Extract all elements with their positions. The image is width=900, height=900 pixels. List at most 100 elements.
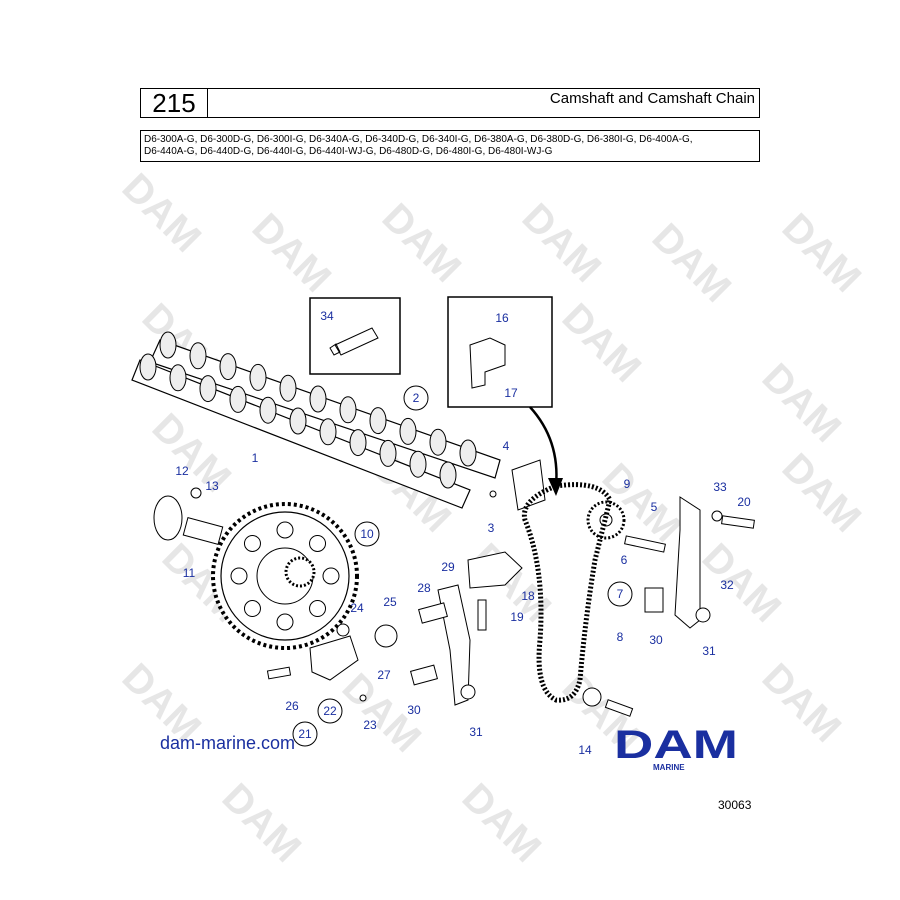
callout-circle — [292, 721, 318, 747]
gear-hole — [322, 567, 340, 585]
guide-block — [467, 551, 523, 589]
watermark-text: DAM — [754, 355, 850, 451]
cam-lobe — [199, 375, 217, 403]
watermark-text: DAM — [774, 445, 870, 541]
cam-lobe — [409, 450, 427, 478]
gear-hole — [276, 521, 294, 539]
watermark-text: DAM — [644, 215, 740, 311]
callout-label: 24 — [350, 601, 364, 615]
cam-lobe — [289, 407, 307, 435]
callout-label: 26 — [285, 699, 299, 713]
gear-hole — [276, 613, 294, 631]
bracket-icon — [469, 337, 506, 389]
cam-lobe — [139, 353, 157, 381]
gear-hole — [243, 534, 261, 552]
page-title: Camshaft and Camshaft Chain — [549, 90, 755, 107]
gear-holes — [230, 521, 340, 631]
cam-lobe — [259, 396, 277, 424]
watermark-text: DAM — [374, 195, 470, 291]
callout-label: 33 — [713, 480, 727, 494]
callout-label: 30 — [649, 633, 663, 647]
callout-label: 31 — [469, 725, 483, 739]
callout-circle — [403, 385, 429, 411]
page-header: 215 Camshaft and Camshaft Chain — [140, 88, 760, 118]
model-list-line-1: D6-300A-G, D6-300D-G, D6-300I-G, D6-340A… — [144, 134, 693, 145]
callout-label: 2 — [413, 391, 420, 405]
cam-lobe — [249, 363, 267, 391]
website-link[interactable]: dam-marine.com — [160, 733, 296, 753]
callout-label: 4 — [503, 439, 510, 453]
callout-label: 22 — [323, 704, 337, 718]
callout-circle — [354, 521, 380, 547]
bearing-cap — [153, 495, 183, 541]
callout-label: 1 — [252, 451, 259, 465]
callout-label: 23 — [363, 718, 377, 732]
callout-label: 16 — [495, 311, 509, 325]
model-list-line-2: D6-440A-G, D6-440D-G, D6-440I-G, D6-440I… — [144, 146, 553, 157]
camshaft-upper — [149, 339, 501, 479]
callout-circle — [607, 581, 633, 607]
document-number: 30063 — [718, 798, 752, 812]
callout-label: 11 — [183, 566, 196, 580]
callout-label: 18 — [521, 589, 535, 603]
callout-label: 6 — [621, 553, 628, 567]
pointer-arrow — [529, 406, 558, 487]
callout-label: 32 — [720, 578, 734, 592]
watermark-text: DAM — [144, 405, 240, 501]
callout-label: 14 — [578, 743, 592, 757]
cam-lobe — [279, 374, 297, 402]
watermark-text: DAM — [774, 205, 870, 301]
camshaft-gear — [211, 502, 359, 650]
watermark-text: DAM — [514, 195, 610, 291]
flange-plate — [511, 459, 546, 511]
callout-label: 10 — [360, 527, 374, 541]
guide-rail — [674, 496, 701, 629]
callout-label: 25 — [383, 595, 397, 609]
callout-circle — [317, 698, 343, 724]
cam-lobe — [339, 396, 357, 424]
chain-tensioner — [309, 635, 359, 681]
callout-label: 34 — [320, 309, 334, 323]
watermark-text: DAM — [214, 775, 310, 871]
callout-label: 28 — [417, 581, 431, 595]
sleeve — [182, 517, 224, 545]
cam-lobe — [439, 461, 457, 489]
brand-logo: DAM — [614, 723, 738, 767]
callout-label: 13 — [205, 479, 219, 493]
callout-label: 29 — [441, 560, 455, 574]
callout-label: 20 — [737, 495, 751, 509]
sprocket — [586, 500, 626, 540]
cam-lobe — [189, 342, 207, 370]
cam-lobe — [369, 407, 387, 435]
callout-label: 27 — [377, 668, 391, 682]
gear-hole — [309, 600, 327, 618]
callout-label: 5 — [651, 500, 658, 514]
callout-label: 17 — [504, 386, 518, 400]
gear-hole — [309, 534, 327, 552]
cam-lobe — [459, 439, 477, 467]
watermark-text: DAM — [554, 295, 650, 391]
cam-lobe — [399, 417, 417, 445]
cam-lobe — [319, 418, 337, 446]
watermark-text: DAM — [754, 655, 850, 751]
callout-label: 8 — [617, 630, 624, 644]
cam-lobe — [349, 429, 367, 457]
callout-label: 12 — [175, 464, 189, 478]
fasteners — [190, 487, 755, 717]
callout-label: 7 — [617, 587, 624, 601]
gear-hole — [230, 567, 248, 585]
callout-label: 30 — [407, 703, 421, 717]
watermark-text: DAM — [114, 165, 210, 261]
cam-lobe — [169, 364, 187, 392]
model-list: D6-300A-G, D6-300D-G, D6-300I-G, D6-340A… — [140, 130, 760, 162]
callout-label: 9 — [624, 477, 631, 491]
callout-label: 19 — [510, 610, 524, 624]
brand-subtitle: MARINE — [653, 763, 685, 772]
cam-lobe — [429, 428, 447, 456]
callout-label: 3 — [488, 521, 495, 535]
cam-lobe — [159, 331, 177, 359]
cam-lobe — [309, 385, 327, 413]
page-number: 215 — [141, 88, 208, 118]
